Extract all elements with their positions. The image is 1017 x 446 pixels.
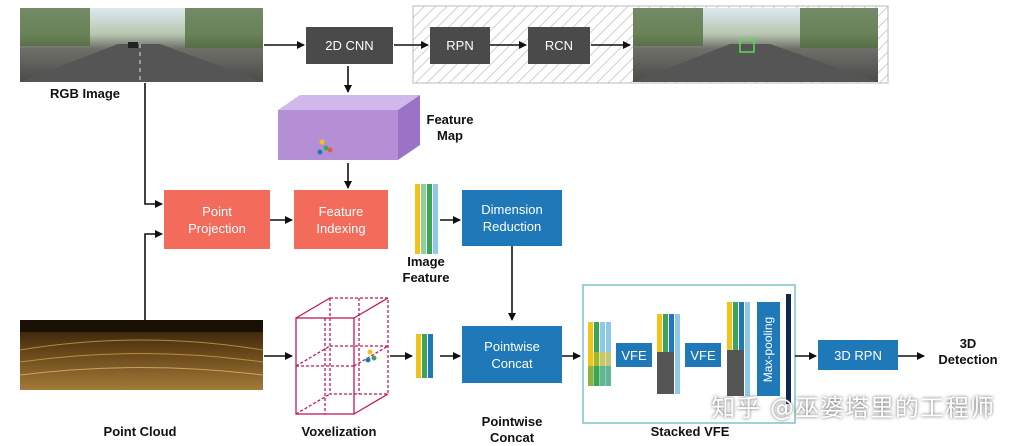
vfe-label-2: VFE [690, 347, 716, 363]
max-pooling-box: Max-pooling [757, 302, 780, 396]
point-cloud-label: Point Cloud [103, 424, 177, 439]
image-feature-label-1: Image [407, 254, 445, 269]
pointwise-concat-caption-2: Concat [489, 430, 535, 445]
image-feature-bars [415, 184, 438, 254]
image-feature-label-2: Feature [402, 270, 450, 285]
pointwise-concat-caption-1: Pointwise [481, 414, 543, 429]
dimension-reduction-label-1: Dimension [481, 202, 543, 217]
pointwise-concat-label-2: Concat [491, 355, 533, 371]
voxel-feature-bars [416, 334, 433, 378]
vfe-input-bars [588, 322, 611, 386]
rpn-3d-label: 3D RPN [834, 347, 882, 363]
voxel-grid-icon [295, 297, 389, 415]
feature-map-label: Feature Map [420, 112, 480, 144]
vfe-box-2: VFE [685, 343, 721, 367]
pointwise-concat-label-1: Pointwise [484, 338, 540, 354]
rcn-box: RCN [528, 27, 590, 64]
point-projection-box: Point Projection [164, 190, 270, 249]
dimension-reduction-box: Dimension Reduction [462, 190, 562, 246]
cnn-2d-box: 2D CNN [306, 27, 393, 64]
vfe-mid-bars [657, 314, 680, 394]
rcn-label: RCN [544, 38, 574, 53]
cnn-2d-label: 2D CNN [325, 38, 374, 53]
maxpool-output-bar [786, 294, 791, 404]
image-feature-label: Image Feature [396, 254, 456, 286]
rgb-image-photo [20, 8, 263, 82]
detection-label-2: Detection [938, 352, 998, 367]
point-projection-label-2: Projection [188, 220, 246, 236]
feature-map-label-2: Map [437, 128, 463, 143]
detection-label-1: 3D [959, 336, 977, 351]
detection-label: 3D Detection [928, 336, 1008, 368]
arrows [144, 41, 925, 360]
feature-map-label-1: Feature [426, 112, 474, 127]
feature-indexing-box: Feature Indexing [294, 190, 388, 249]
pointwise-concat-box: Pointwise Concat [462, 326, 562, 383]
pointwise-concat-caption: Pointwise Concat [462, 414, 562, 446]
detection-bounding-box [739, 39, 755, 53]
rpn-box: RPN [430, 27, 490, 64]
vfe-output-bars [727, 302, 750, 396]
detection-result-photo [633, 8, 878, 82]
dimension-reduction-label-2: Reduction [482, 219, 542, 234]
vfe-box-1: VFE [616, 343, 652, 367]
rgb-image-label: RGB Image [49, 86, 121, 101]
watermark-text: 知乎 @巫婆塔里的工程师 [711, 394, 995, 422]
max-pooling-label: Max-pooling [761, 316, 775, 382]
feature-indexing-label-2: Indexing [316, 220, 366, 236]
rpn-label: RPN [446, 38, 474, 53]
point-projection-label-1: Point [202, 203, 232, 219]
voxelization-label: Voxelization [301, 424, 377, 439]
vfe-label-1: VFE [621, 347, 647, 363]
feature-map-block [278, 95, 420, 160]
stacked-vfe-label: Stacked VFE [650, 424, 730, 439]
feature-indexing-label-1: Feature [318, 203, 364, 219]
rpn-3d-box: 3D RPN [818, 340, 898, 370]
point-cloud-photo [19, 320, 264, 390]
